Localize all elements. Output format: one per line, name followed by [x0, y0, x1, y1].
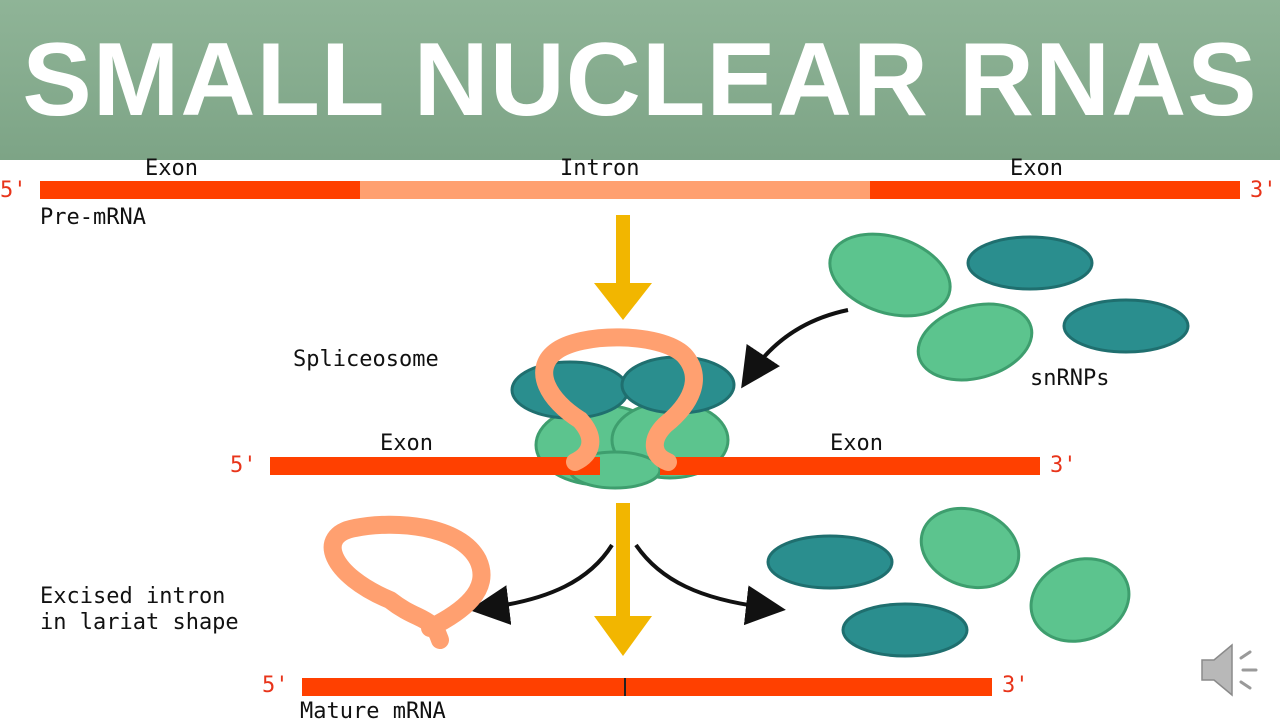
snrnp-dark-4 — [841, 602, 969, 658]
excised-intron-lariat — [323, 515, 491, 649]
mature-mrna-label: Mature mRNA — [300, 699, 446, 720]
yellow-arrow-down-top — [594, 215, 652, 320]
mature-5-prime-label: 5' — [262, 673, 289, 698]
snrnp-group-bottom — [766, 506, 1131, 658]
middle-3-prime-label: 3' — [1050, 453, 1077, 478]
pre-mrna-exon-right-label: Exon — [1010, 156, 1063, 181]
slide-title: SMALL NUCLEAR RNAS — [22, 21, 1258, 138]
pre-mrna-5-prime-label: 5' — [0, 178, 27, 203]
speaker-volume-icon[interactable] — [1201, 643, 1258, 697]
middle-5-prime-label: 5' — [230, 453, 257, 478]
arrow-to-excised-intron — [469, 543, 614, 625]
excised-intron-label-line1: Excised intron — [40, 584, 225, 609]
pre-mrna-exon-right — [870, 181, 1240, 199]
snrnps-label: snRNPs — [1030, 366, 1109, 391]
middle-exon-right — [660, 457, 1040, 475]
excised-intron-label-line2: in lariat shape — [40, 610, 239, 635]
middle-exon-left — [270, 457, 600, 475]
pre-mrna-exon-left — [40, 181, 360, 199]
pre-mrna-3-prime-label: 3' — [1250, 178, 1277, 203]
pre-mrna-intron-label: Intron — [560, 156, 639, 181]
arrow-to-released-snrnps — [634, 543, 786, 626]
snrnp-dark-3 — [766, 534, 894, 590]
pre-mrna-intron — [360, 181, 870, 199]
snrnp-dark-2 — [1062, 298, 1190, 354]
snrnp-dark-1 — [966, 235, 1094, 291]
snrnp-light-4 — [1029, 557, 1131, 643]
snrnp-light-3 — [919, 506, 1021, 590]
arrow-snrnps-to-spliceosome — [741, 308, 849, 389]
snrnp-group-top — [828, 232, 1190, 382]
yellow-arrow-down-bottom — [594, 503, 652, 656]
mature-mrna-strand — [302, 678, 992, 696]
middle-exon-left-label: Exon — [380, 431, 433, 456]
mature-3-prime-label: 3' — [1002, 673, 1029, 698]
intron-loop-in-spliceosome — [535, 328, 703, 471]
pre-mrna-exon-left-label: Exon — [145, 156, 198, 181]
middle-exon-right-label: Exon — [830, 431, 883, 456]
title-banner — [0, 0, 1280, 160]
snrnp-light-2 — [916, 302, 1034, 382]
pre-mrna-label: Pre-mRNA — [40, 205, 146, 230]
snrnp-light-1 — [828, 232, 952, 318]
spliceosome-label: Spliceosome — [293, 347, 439, 372]
